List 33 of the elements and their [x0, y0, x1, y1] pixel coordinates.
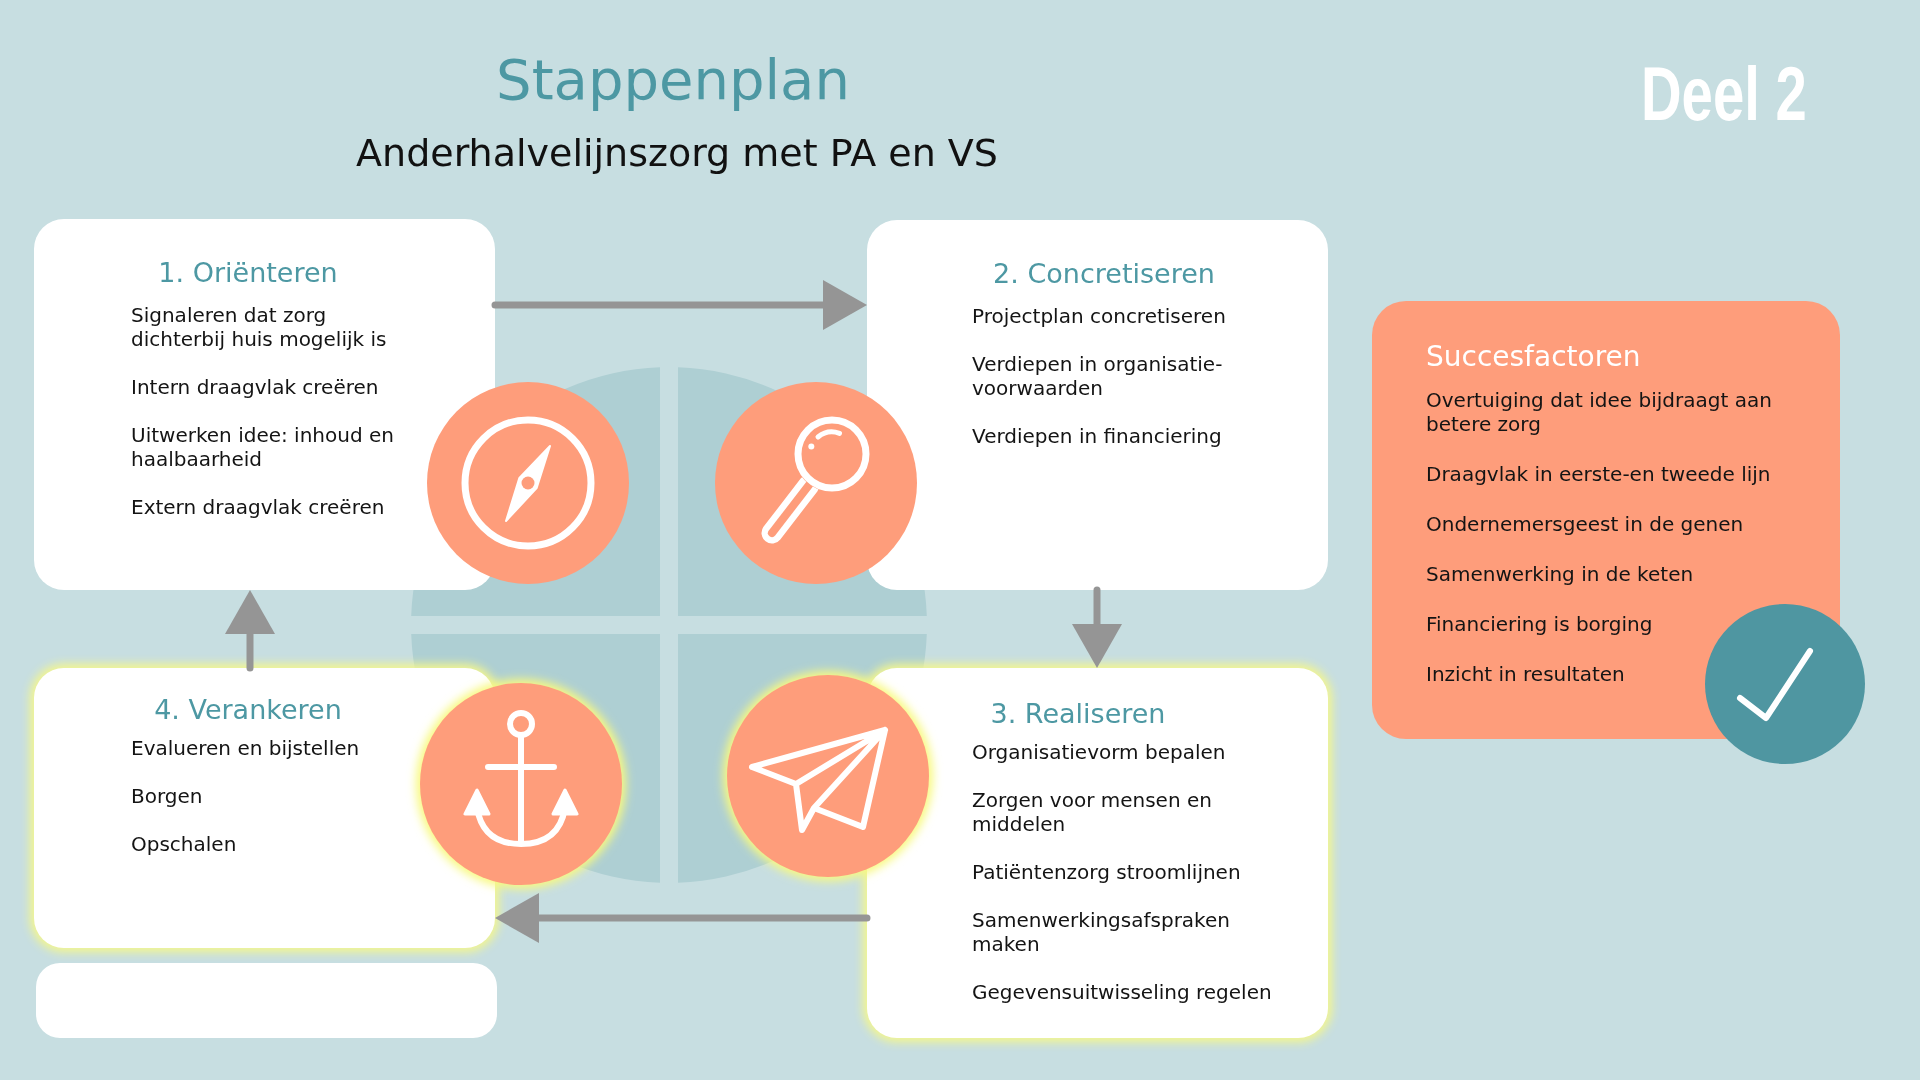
blank-card [36, 963, 497, 1038]
panel-heading: Succesfactoren [1426, 341, 1641, 373]
success-factor: Financiering is borging [1426, 612, 1654, 636]
step-task: Opschalen [131, 832, 238, 856]
step-heading: 1. Oriënteren [158, 257, 338, 289]
step-heading: 3. Realiseren [990, 698, 1166, 730]
step-task: Verdiepen in financiering [972, 424, 1223, 448]
step-task: Evalueren en bijstellen [131, 736, 361, 760]
subtitle: Anderhalvelijnszorg met PA en VS [356, 130, 998, 176]
step-card [867, 668, 1328, 1038]
step-task: Intern draagvlak creëren [131, 375, 380, 399]
step-task: Verdiepen in organisatie- voorwaarden [972, 352, 1224, 400]
part-label: Deel 2 [1641, 50, 1807, 138]
step-heading: 4. Verankeren [154, 694, 342, 726]
step-task: Extern draagvlak creëren [131, 495, 386, 519]
step-task: Organisatievorm bepalen [972, 740, 1227, 764]
step-task: Borgen [131, 784, 204, 808]
step-task: Projectplan concretiseren [972, 304, 1227, 328]
success-factor: Draagvlak in eerste-en tweede lijn [1426, 462, 1772, 486]
success-factor: Overtuiging dat idee bijdraagt aan betere zorg [1426, 388, 1773, 436]
success-factor: Samenwerking in de keten [1426, 562, 1695, 586]
step-task: Samenwerkingsafspraken maken [972, 908, 1231, 956]
success-factor: Inzicht in resultaten [1426, 662, 1626, 686]
step-task: Patiëntenzorg stroomlijnen [972, 860, 1242, 884]
success-factor: Ondernemersgeest in de genen [1426, 512, 1745, 536]
factor-panel [1372, 301, 1840, 739]
step-task: Gegevensuitwisseling regelen [972, 980, 1273, 1004]
step-task: Zorgen voor mensen en middelen [972, 788, 1213, 836]
step-heading: 2. Concretiseren [993, 258, 1215, 290]
step-task: Uitwerken idee: inhoud en haalbaarheid [131, 423, 395, 471]
step-task: Signaleren dat zorg dichterbij huis mogelijk is [131, 303, 388, 351]
page-title: Stappenplan [496, 46, 850, 114]
step-card [867, 220, 1328, 590]
